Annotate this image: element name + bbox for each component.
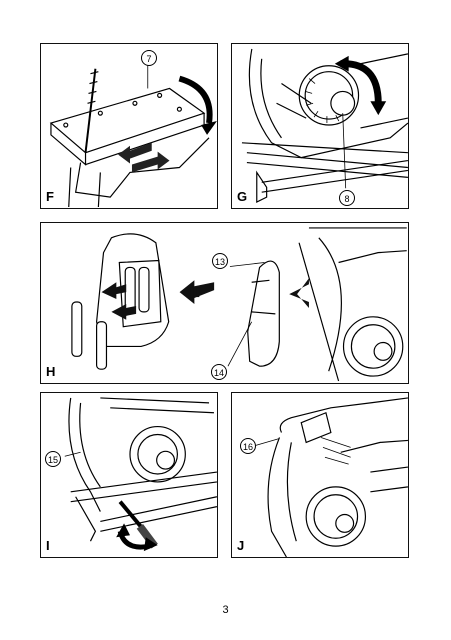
page-number: 3 bbox=[222, 604, 229, 616]
callout-14: 14 bbox=[211, 364, 227, 380]
callout-8: 8 bbox=[339, 190, 355, 206]
panel-letter-i: I bbox=[46, 538, 50, 553]
battery-replacement-illustration bbox=[71, 227, 407, 382]
panel-letter-h: H bbox=[46, 364, 56, 379]
figure-panel-i: 15 I bbox=[40, 392, 218, 558]
figure-panel-f: 7 F bbox=[40, 43, 218, 209]
figure-panel-h: 13 14 H bbox=[40, 222, 409, 384]
callout-15: 15 bbox=[45, 451, 61, 467]
jigsaw-base-plate-illustration bbox=[49, 65, 217, 208]
panel-letter-j: J bbox=[237, 538, 245, 553]
panel-letter-g: G bbox=[237, 189, 248, 204]
figure-panel-g: 8 G bbox=[231, 43, 409, 209]
callout-13: 13 bbox=[212, 253, 228, 269]
blade-guide-adjustment-illustration bbox=[64, 397, 217, 552]
figure-panel-j: 16 J bbox=[231, 392, 409, 558]
jigsaw-speed-dial-illustration bbox=[241, 48, 408, 204]
callout-7: 7 bbox=[141, 50, 157, 66]
jigsaw-light-illustration bbox=[255, 397, 408, 557]
callout-16: 16 bbox=[240, 438, 256, 454]
panel-letter-f: F bbox=[46, 189, 54, 204]
